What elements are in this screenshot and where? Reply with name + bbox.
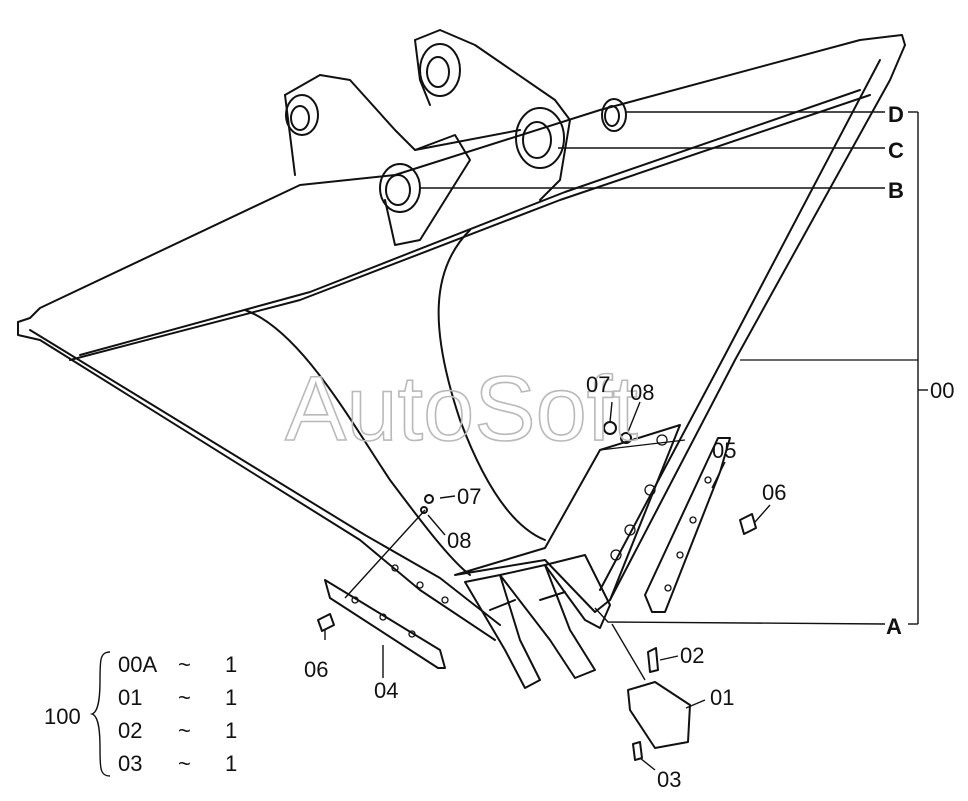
part-label-06-right: 06 bbox=[762, 480, 786, 505]
parts-table-row-code: 01 bbox=[118, 685, 142, 710]
parts-table-row-code: 00A bbox=[118, 652, 157, 677]
bolt-left bbox=[317, 613, 335, 632]
part-label-01: 01 bbox=[710, 685, 734, 710]
callout-d: D bbox=[888, 102, 904, 127]
loose-parts bbox=[317, 421, 757, 761]
parts-table-brace bbox=[89, 651, 111, 777]
callout-a: A bbox=[886, 614, 902, 639]
parts-table-row-sep: ~ bbox=[178, 685, 191, 710]
teeth-adapters bbox=[464, 554, 611, 689]
bolt-right bbox=[739, 513, 757, 535]
part-label-04: 04 bbox=[374, 678, 398, 703]
part-label-07-left: 07 bbox=[457, 484, 481, 509]
callout-b: B bbox=[888, 178, 904, 203]
parts-table-group: 100 bbox=[44, 704, 81, 729]
parts-table-row-sep: ~ bbox=[178, 652, 191, 677]
parts-table-row-code: 03 bbox=[118, 751, 142, 776]
nut-left bbox=[424, 494, 434, 504]
tooth-lock bbox=[632, 741, 643, 761]
parts-table-row-code: 02 bbox=[118, 718, 142, 743]
washer-left bbox=[420, 506, 428, 514]
tooth-point bbox=[627, 681, 691, 749]
side-cutter-right bbox=[644, 437, 731, 613]
leader-lines bbox=[324, 111, 928, 771]
parts-table-row-qty: 1 bbox=[225, 718, 237, 743]
callout-assembly: 00 bbox=[930, 378, 954, 403]
tooth-pin bbox=[647, 647, 659, 673]
mounting-brackets bbox=[284, 29, 627, 246]
part-label-07-top: 07 bbox=[586, 372, 610, 397]
part-label-02: 02 bbox=[680, 643, 704, 668]
parts-table-row-sep: ~ bbox=[178, 718, 191, 743]
parts-table-row-qty: 1 bbox=[225, 751, 237, 776]
parts-table-row-qty: 1 bbox=[225, 685, 237, 710]
part-label-06-left: 06 bbox=[304, 657, 328, 682]
parts-table-row-qty: 1 bbox=[225, 652, 237, 677]
washer-right bbox=[620, 432, 632, 444]
part-label-08-top: 08 bbox=[630, 380, 654, 405]
part-label-03: 03 bbox=[657, 767, 681, 792]
part-label-08-left: 08 bbox=[447, 528, 471, 553]
watermark: AutoSoft bbox=[285, 358, 638, 460]
callout-c: C bbox=[888, 138, 904, 163]
part-label-05: 05 bbox=[712, 438, 736, 463]
bucket-body bbox=[17, 34, 918, 641]
parts-table: 100 00A ~ 1 01 ~ 1 02 ~ 1 03 ~ 1 bbox=[44, 651, 237, 777]
side-cutter-left bbox=[324, 579, 446, 669]
parts-table-row-sep: ~ bbox=[178, 751, 191, 776]
